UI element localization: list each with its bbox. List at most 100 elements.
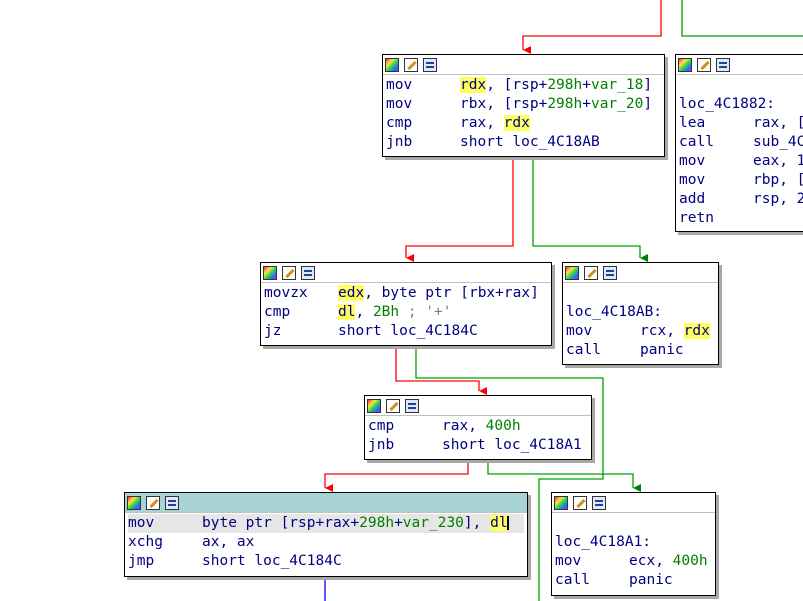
graph-overview-icon[interactable] (716, 57, 730, 72)
jump-target[interactable]: short loc_4C184C (338, 323, 478, 339)
blank-line (555, 514, 712, 533)
rename-pencil-icon[interactable] (697, 57, 711, 72)
call-target[interactable]: panic (629, 572, 673, 588)
call-target[interactable]: sub_4C (753, 134, 803, 150)
operand-variable[interactable]: var_230 (402, 515, 464, 531)
instruction-line[interactable]: jmp short loc_4C184C (128, 552, 524, 571)
mnemonic: retn (679, 210, 714, 226)
operand-register[interactable]: dl (338, 304, 356, 320)
block-header (261, 263, 551, 283)
mnemonic: jnb (368, 437, 395, 453)
rename-pencil-icon[interactable] (404, 57, 418, 72)
graph-overview-icon[interactable] (165, 495, 179, 510)
operand-register[interactable]: edx (338, 285, 365, 301)
graph-overview-icon[interactable] (301, 265, 315, 280)
color-palette-icon[interactable] (565, 265, 579, 280)
color-palette-icon[interactable] (367, 398, 381, 413)
operand-number: 298h (359, 515, 395, 531)
operand-register[interactable]: rdx (503, 115, 530, 131)
operand-register[interactable]: rax (460, 115, 487, 131)
color-palette-icon[interactable] (554, 495, 568, 510)
rename-pencil-icon[interactable] (386, 398, 400, 413)
block-header (125, 493, 527, 513)
rename-pencil-icon[interactable] (146, 495, 160, 510)
graph-overview-icon[interactable] (603, 265, 617, 280)
operand-text: ], (463, 515, 491, 531)
instruction-line[interactable]: jnb short loc_4C18A1 (368, 436, 588, 455)
rename-pencil-icon[interactable] (573, 495, 587, 510)
rename-pencil-icon[interactable] (584, 265, 598, 280)
color-palette-icon[interactable] (385, 57, 399, 72)
operand-text: rax, (442, 418, 486, 434)
operand-number: 298h (547, 77, 583, 93)
operand-variable[interactable]: var_20 (590, 96, 644, 112)
operand-text: , (486, 115, 504, 131)
graph-overview-icon[interactable] (405, 398, 419, 413)
mnemonic: jmp (128, 553, 155, 569)
operand-number: 400h (672, 553, 708, 569)
jump-target[interactable]: short loc_4C18AB (460, 134, 600, 150)
operand-register[interactable]: rdx (460, 77, 487, 93)
jump-target[interactable]: short loc_4C18A1 (442, 437, 582, 453)
location-label[interactable]: loc_4C18AB: (566, 303, 715, 322)
instruction-line[interactable]: mov ecx, 400h (555, 552, 712, 571)
operand-number: 400h (485, 418, 521, 434)
color-palette-icon[interactable] (263, 265, 277, 280)
rename-pencil-icon[interactable] (282, 265, 296, 280)
operand-text: rsp, 2 (753, 191, 803, 207)
operand-register[interactable]: rbx (460, 96, 487, 112)
location-label[interactable]: loc_4C18A1: (555, 533, 712, 552)
operand-variable[interactable]: var_18 (590, 77, 644, 93)
instruction-line[interactable]: retn (679, 209, 803, 228)
block-header (365, 396, 591, 416)
mnemonic: lea (679, 115, 706, 131)
mnemonic: cmp (386, 115, 413, 131)
operand-text: , [rsp+ (486, 77, 548, 93)
operand-text: ] (643, 77, 653, 93)
instruction-line[interactable]: cmp rax, rdx (386, 114, 661, 133)
call-target[interactable]: panic (640, 342, 684, 358)
graph-overview-icon[interactable] (592, 495, 606, 510)
color-palette-icon[interactable] (127, 495, 141, 510)
mnemonic: mov (386, 96, 413, 112)
jump-target[interactable]: short loc_4C184C (202, 553, 342, 569)
operand-text: , (355, 304, 373, 320)
operand-text: ecx, (629, 553, 673, 569)
mnemonic: mov (555, 553, 582, 569)
operand-register[interactable]: dl (490, 515, 508, 531)
location-label[interactable]: loc_4C1882: (679, 95, 803, 114)
operand-text: ] (643, 96, 653, 112)
graph-overview-icon[interactable] (423, 57, 437, 72)
edge-false-b3-b5 (395, 345, 487, 395)
mnemonic: mov (679, 172, 706, 188)
operand-text: rcx, (640, 323, 684, 339)
color-palette-icon[interactable] (678, 57, 692, 72)
edge-false-into-b1 (522, 0, 662, 54)
operand-register[interactable]: rdx (683, 323, 710, 339)
comment: ; '+' (399, 304, 452, 320)
